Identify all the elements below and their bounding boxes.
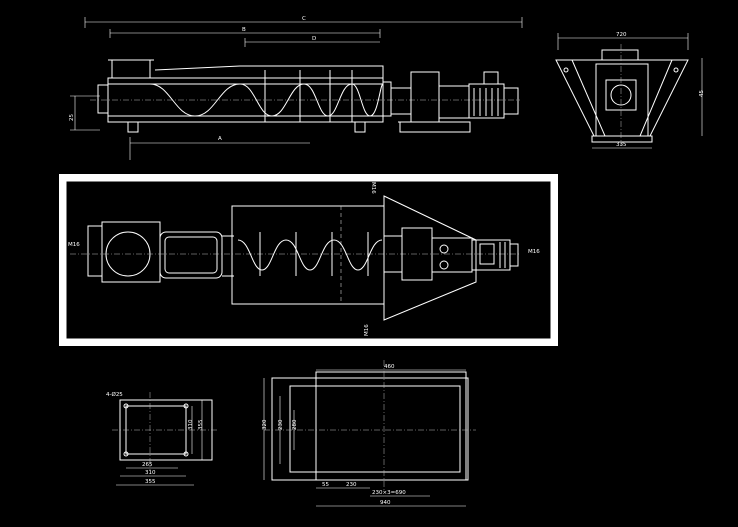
dim-sq-w2: 310 — [145, 470, 156, 476]
dim-sq-w3: 355 — [145, 479, 156, 485]
dim-height-left: 25 — [69, 114, 75, 121]
dim-sq-top: 4-Ø25 — [106, 391, 123, 398]
dim-sq-h2: 355 — [198, 419, 204, 430]
dim-side-height: 45 — [699, 90, 705, 97]
front-elevation-view: C B D A 25 — [69, 16, 523, 160]
foundation-plan-detail: 460 320 230 280 55 230 230×3=690 940 — [262, 360, 476, 507]
label-motor-left: M16 — [68, 242, 80, 248]
dim-plan-sub2: 280 — [292, 419, 298, 430]
dim-plan-bot1: 55 — [322, 482, 329, 488]
dim-plan-width: 460 — [384, 364, 395, 370]
dim-sq-w1: 265 — [142, 462, 153, 468]
dim-d: D — [312, 36, 316, 42]
plan-view: M16 M16 M16 M16 — [59, 174, 558, 346]
label-anchor-top: M16 — [370, 182, 376, 194]
dim-plan-sub1: 230 — [278, 419, 284, 430]
label-motor-right: M16 — [528, 249, 540, 255]
label-anchor-bottom: M16 — [364, 324, 370, 336]
dim-a: A — [218, 136, 222, 142]
dim-plan-bot4: 940 — [380, 500, 391, 506]
dim-side-base: 335 — [616, 142, 627, 148]
dim-plan-height: 320 — [262, 419, 268, 430]
dim-plan-bot2: 230 — [346, 482, 357, 488]
dim-sq-h1: 310 — [188, 419, 194, 430]
dim-overall: C — [302, 16, 306, 22]
dim-side-width: 720 — [616, 32, 627, 38]
side-view: 720 45 335 — [555, 32, 705, 149]
dim-b: B — [242, 27, 246, 33]
dim-plan-bot3: 230×3=690 — [372, 490, 406, 496]
inlet-flange-detail: 4-Ø25 265 310 355 310 355 — [106, 391, 218, 486]
